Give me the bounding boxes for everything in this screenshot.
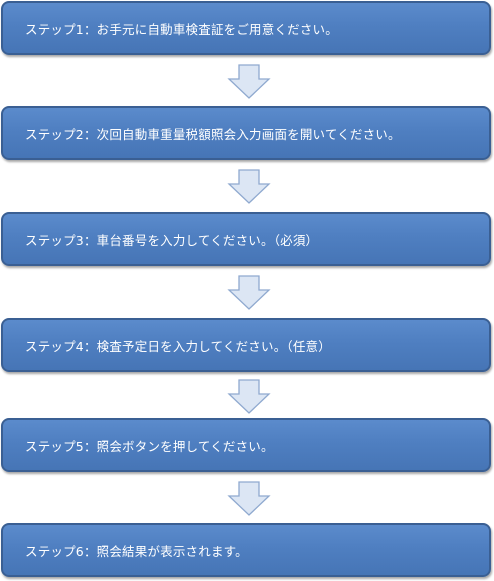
step-label-4: ステップ4：検査予定日を入力してください。（任意） bbox=[25, 338, 331, 354]
step-box-4: ステップ4：検査予定日を入力してください。（任意） bbox=[1, 318, 491, 372]
step-box-1: ステップ1：お手元に自動車検査証をご用意ください。 bbox=[1, 1, 491, 55]
down-arrow-icon bbox=[227, 275, 271, 310]
down-arrow-icon bbox=[227, 169, 271, 204]
down-arrow-icon bbox=[227, 481, 271, 516]
step-box-5: ステップ5：照会ボタンを押してください。 bbox=[1, 418, 491, 472]
step-label-2: ステップ2：次回自動車重量税額照会入力画面を開いてください。 bbox=[25, 126, 401, 142]
step-label-3: ステップ3：車台番号を入力してください。（必須） bbox=[25, 232, 319, 248]
step-box-6: ステップ6：照会結果が表示されます。 bbox=[1, 523, 491, 577]
step-label-1: ステップ1：お手元に自動車検査証をご用意ください。 bbox=[25, 21, 338, 37]
step-box-3: ステップ3：車台番号を入力してください。（必須） bbox=[1, 212, 491, 266]
step-box-2: ステップ2：次回自動車重量税額照会入力画面を開いてください。 bbox=[1, 106, 491, 160]
down-arrow-icon bbox=[227, 379, 271, 414]
step-label-6: ステップ6：照会結果が表示されます。 bbox=[25, 543, 248, 559]
step-label-5: ステップ5：照会ボタンを押してください。 bbox=[25, 438, 274, 454]
down-arrow-icon bbox=[227, 64, 271, 99]
